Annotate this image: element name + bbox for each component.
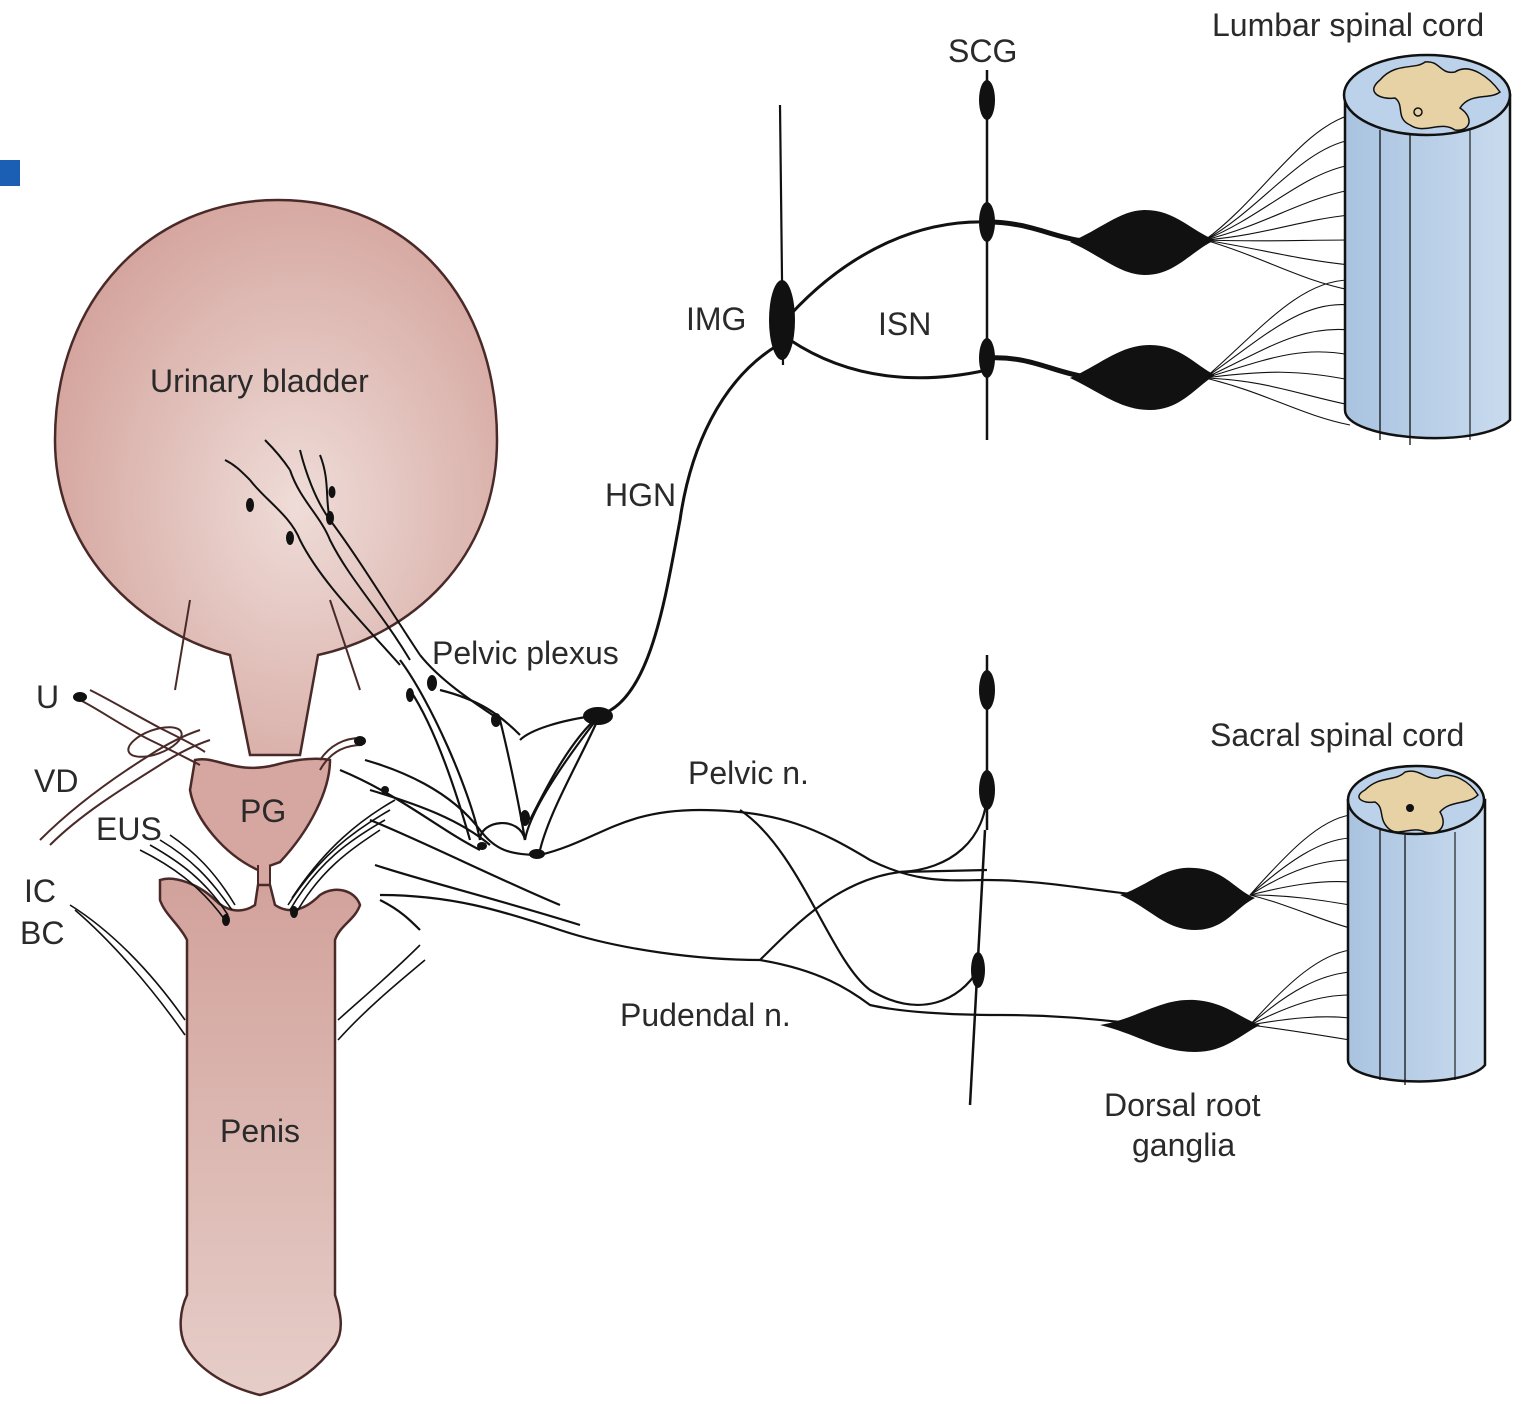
label-pudendal-n: Pudendal n.: [620, 997, 791, 1033]
accent-square: [0, 160, 20, 186]
label-bc: BC: [20, 915, 64, 951]
label-eus: EUS: [96, 811, 162, 847]
label-scg: SCG: [948, 33, 1017, 69]
vd-end: [354, 736, 366, 746]
label-pg: PG: [240, 793, 286, 829]
label-urinary-bladder: Urinary bladder: [150, 363, 369, 399]
label-ic: IC: [24, 873, 56, 909]
label-img: IMG: [686, 301, 746, 337]
sacral-spinal-cord: [1348, 766, 1485, 1085]
label-hgn: HGN: [605, 477, 676, 513]
urethra: [258, 865, 270, 885]
nerve-pathways: [340, 70, 1150, 1105]
label-vd: VD: [34, 763, 78, 799]
ureter-end: [73, 692, 87, 702]
label-lumbar-spinal-cord: Lumbar spinal cord: [1212, 7, 1484, 43]
label-dorsal-root: Dorsal root: [1104, 1087, 1261, 1123]
label-sacral-spinal-cord: Sacral spinal cord: [1210, 717, 1464, 753]
label-pelvic-n: Pelvic n.: [688, 755, 809, 791]
label-penis: Penis: [220, 1113, 300, 1149]
label-isn: ISN: [878, 306, 931, 342]
label-pelvic-plexus: Pelvic plexus: [432, 635, 619, 671]
urinary-bladder: [55, 200, 497, 755]
lumbar-spinal-cord: [1344, 55, 1510, 445]
label-u: U: [36, 679, 59, 715]
label-ganglia: ganglia: [1132, 1127, 1235, 1163]
